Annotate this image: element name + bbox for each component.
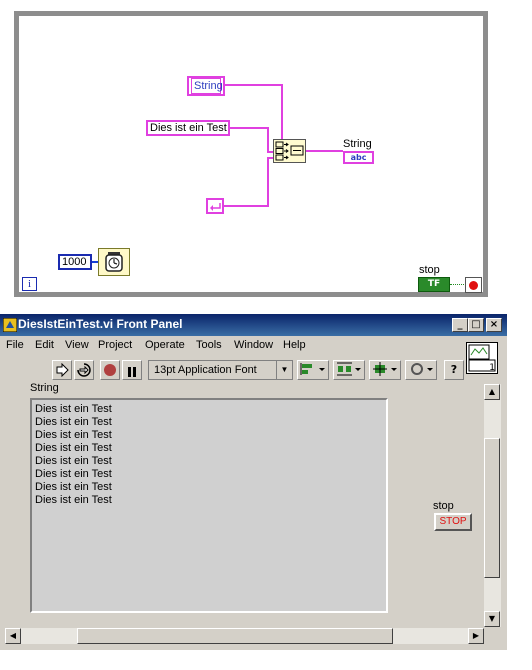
scroll-right-button[interactable]: ▶ bbox=[468, 628, 484, 644]
menu-edit[interactable]: Edit bbox=[35, 339, 54, 351]
menu-tools[interactable]: Tools bbox=[196, 339, 222, 351]
menu-help[interactable]: Help bbox=[283, 339, 306, 351]
vertical-scrollbar[interactable]: ▲ ▼ bbox=[484, 384, 501, 627]
string-constant-dies[interactable]: Dies ist ein Test bbox=[146, 120, 230, 136]
string-constant-text: Dies ist ein Test bbox=[150, 122, 227, 134]
string-wire bbox=[228, 127, 269, 129]
indicator-glyph: abc bbox=[350, 153, 367, 162]
string-line: Dies ist ein Test bbox=[35, 416, 112, 428]
indicator-label: String bbox=[343, 138, 372, 150]
string-indicator[interactable]: Dies ist ein Test Dies ist ein Test Dies… bbox=[30, 398, 388, 613]
end-of-line-icon bbox=[210, 203, 221, 211]
iteration-terminal[interactable]: i bbox=[22, 277, 37, 291]
while-loop[interactable] bbox=[14, 11, 488, 297]
boolean-wire bbox=[450, 284, 466, 286]
chevron-down-icon: ▼ bbox=[276, 361, 292, 379]
text-settings-dropdown[interactable]: 13pt Application Font ▼ bbox=[148, 360, 293, 380]
wait-ms-node[interactable] bbox=[98, 248, 130, 276]
resize-objects-button[interactable] bbox=[369, 360, 401, 380]
title-bar[interactable]: DiesIstEinTest.vi Front Panel _ □ × bbox=[0, 314, 507, 336]
pause-icon bbox=[128, 365, 136, 383]
concatenate-strings-node[interactable] bbox=[273, 139, 306, 163]
numeric-wire bbox=[92, 261, 99, 263]
close-button[interactable]: × bbox=[486, 318, 502, 332]
stop-condition-icon bbox=[469, 281, 478, 290]
string-wire bbox=[224, 205, 269, 207]
menu-project[interactable]: Project bbox=[98, 339, 133, 351]
menu-window[interactable]: Window bbox=[234, 339, 274, 351]
vi-icon-number: 1 bbox=[489, 363, 495, 373]
run-continuously-icon bbox=[77, 363, 91, 377]
abort-button[interactable] bbox=[100, 360, 120, 380]
vi-connector-icon bbox=[468, 344, 496, 372]
stop-terminal-glyph: TF bbox=[427, 279, 441, 289]
string-line: Dies ist ein Test bbox=[35, 455, 112, 467]
concatenate-icon bbox=[275, 141, 304, 161]
context-help-button[interactable]: ? bbox=[444, 360, 464, 380]
string-line: Dies ist ein Test bbox=[35, 468, 112, 480]
string-wire bbox=[267, 157, 275, 159]
horizontal-scrollbar[interactable]: ◀ ▶ bbox=[5, 628, 484, 644]
align-objects-icon bbox=[300, 363, 325, 375]
stop-terminal-label: stop bbox=[419, 264, 440, 276]
string-wire bbox=[267, 127, 269, 152]
numeric-constant[interactable]: 1000 bbox=[58, 254, 92, 270]
menu-operate[interactable]: Operate bbox=[145, 339, 185, 351]
horizontal-scroll-thumb[interactable] bbox=[77, 628, 393, 644]
iteration-glyph: i bbox=[27, 278, 32, 290]
stop-button[interactable]: STOP bbox=[434, 513, 472, 531]
numeric-constant-value: 1000 bbox=[62, 256, 87, 268]
distribute-objects-button[interactable] bbox=[333, 360, 365, 380]
resize-objects-icon bbox=[373, 362, 397, 376]
run-continuously-button[interactable] bbox=[74, 360, 94, 380]
reorder-icon bbox=[411, 363, 433, 375]
string-indicator-label: String bbox=[30, 382, 59, 394]
vi-icon[interactable]: 1 bbox=[466, 342, 498, 374]
block-diagram: String Dies ist ein Test String abc 1000 bbox=[0, 0, 532, 312]
stop-button-label: stop bbox=[433, 500, 454, 512]
maximize-button[interactable]: □ bbox=[468, 318, 484, 332]
window-title: DiesIstEinTest.vi Front Panel bbox=[18, 317, 183, 331]
string-line: Dies ist ein Test bbox=[35, 494, 112, 506]
toolbar: ? bbox=[0, 357, 507, 383]
stop-boolean-terminal[interactable]: TF bbox=[418, 277, 450, 292]
align-objects-button[interactable] bbox=[297, 360, 329, 380]
reorder-button[interactable] bbox=[405, 360, 437, 380]
help-question-icon: ? bbox=[450, 363, 458, 376]
pause-button[interactable] bbox=[122, 360, 142, 380]
scroll-left-button[interactable]: ◀ bbox=[5, 628, 21, 644]
distribute-objects-icon bbox=[337, 362, 361, 376]
scroll-up-button[interactable]: ▲ bbox=[484, 384, 500, 400]
string-line: Dies ist ein Test bbox=[35, 429, 112, 441]
string-line: Dies ist ein Test bbox=[35, 481, 112, 493]
loop-condition-terminal[interactable] bbox=[465, 277, 482, 293]
scroll-down-button[interactable]: ▼ bbox=[484, 611, 500, 627]
abort-icon bbox=[104, 364, 116, 376]
string-constant-text: String bbox=[191, 78, 223, 94]
string-indicator-terminal[interactable]: abc bbox=[343, 151, 374, 164]
string-wire bbox=[267, 151, 275, 153]
string-wire bbox=[224, 84, 283, 86]
string-wire bbox=[281, 84, 283, 144]
menu-view[interactable]: View bbox=[65, 339, 89, 351]
run-arrow-icon bbox=[56, 362, 69, 378]
minimize-button[interactable]: _ bbox=[452, 318, 468, 332]
string-wire bbox=[306, 150, 343, 152]
string-wire bbox=[267, 157, 269, 207]
vertical-scroll-thumb[interactable] bbox=[484, 438, 500, 578]
string-constant-string[interactable]: String bbox=[187, 76, 225, 96]
front-panel-window: DiesIstEinTest.vi Front Panel _ □ × File… bbox=[0, 314, 507, 650]
string-line: Dies ist ein Test bbox=[35, 442, 112, 454]
stopwatch-icon bbox=[105, 252, 123, 272]
string-line: Dies ist ein Test bbox=[35, 403, 112, 415]
font-name: 13pt Application Font bbox=[154, 364, 257, 376]
run-button[interactable] bbox=[52, 360, 72, 380]
labview-app-icon bbox=[3, 318, 17, 332]
end-of-line-constant[interactable] bbox=[206, 198, 224, 214]
menu-file[interactable]: File bbox=[6, 339, 24, 351]
menu-bar: File Edit View Project Operate Tools Win… bbox=[0, 336, 465, 356]
